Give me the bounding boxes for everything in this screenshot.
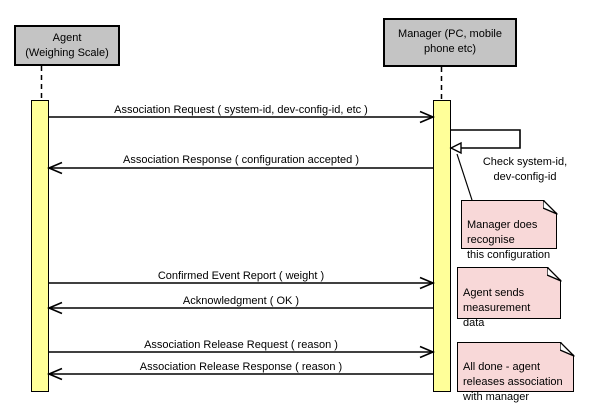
message-arrow-acknowledgment — [46, 301, 433, 315]
self-message-arrow-check — [449, 129, 521, 155]
message-label-release-request: Association Release Request ( reason ) — [144, 339, 338, 351]
message-label-association-response: Association Response ( configuration acc… — [122, 154, 360, 166]
note-dogear-icon — [559, 341, 575, 357]
activation-bar-manager — [433, 100, 451, 392]
message-label-acknowledgment: Acknowledgment ( OK ) — [182, 295, 300, 307]
activation-bar-agent — [31, 100, 49, 392]
note-text: Agent sends measurement data — [463, 287, 531, 329]
note-anchor-line — [456, 153, 473, 201]
note-text: Manager does recognise this configuratio… — [467, 219, 551, 261]
message-arrow-association-request — [49, 110, 436, 124]
self-message-label-check-system-id: Check system-id, dev-config-id — [482, 156, 568, 183]
note-dogear-icon — [542, 199, 558, 215]
message-arrow-release-request — [49, 345, 436, 359]
note-all-done: All done - agent releases association wi… — [457, 341, 575, 403]
note-agent-sends-data: Agent sends measurement data — [457, 266, 562, 329]
message-label-release-response: Association Release Response ( reason ) — [139, 361, 343, 373]
actor-box-manager: Manager (PC, mobile phone etc) — [383, 18, 517, 67]
hollow-arrowhead-icon — [449, 141, 462, 155]
note-manager-recognises: Manager does recognise this configuratio… — [461, 199, 558, 261]
message-label-association-request: Association Request ( system-id, dev-con… — [114, 104, 368, 116]
note-dogear-icon — [546, 266, 562, 282]
note-text: All done - agent releases association wi… — [463, 361, 563, 403]
message-arrow-confirmed-event-report — [49, 276, 436, 290]
message-arrow-release-response — [46, 367, 433, 381]
message-label-confirmed-event-report: Confirmed Event Report ( weight ) — [157, 270, 325, 282]
actor-box-agent: Agent (Weighing Scale) — [14, 25, 120, 66]
message-arrow-association-response — [46, 161, 433, 175]
